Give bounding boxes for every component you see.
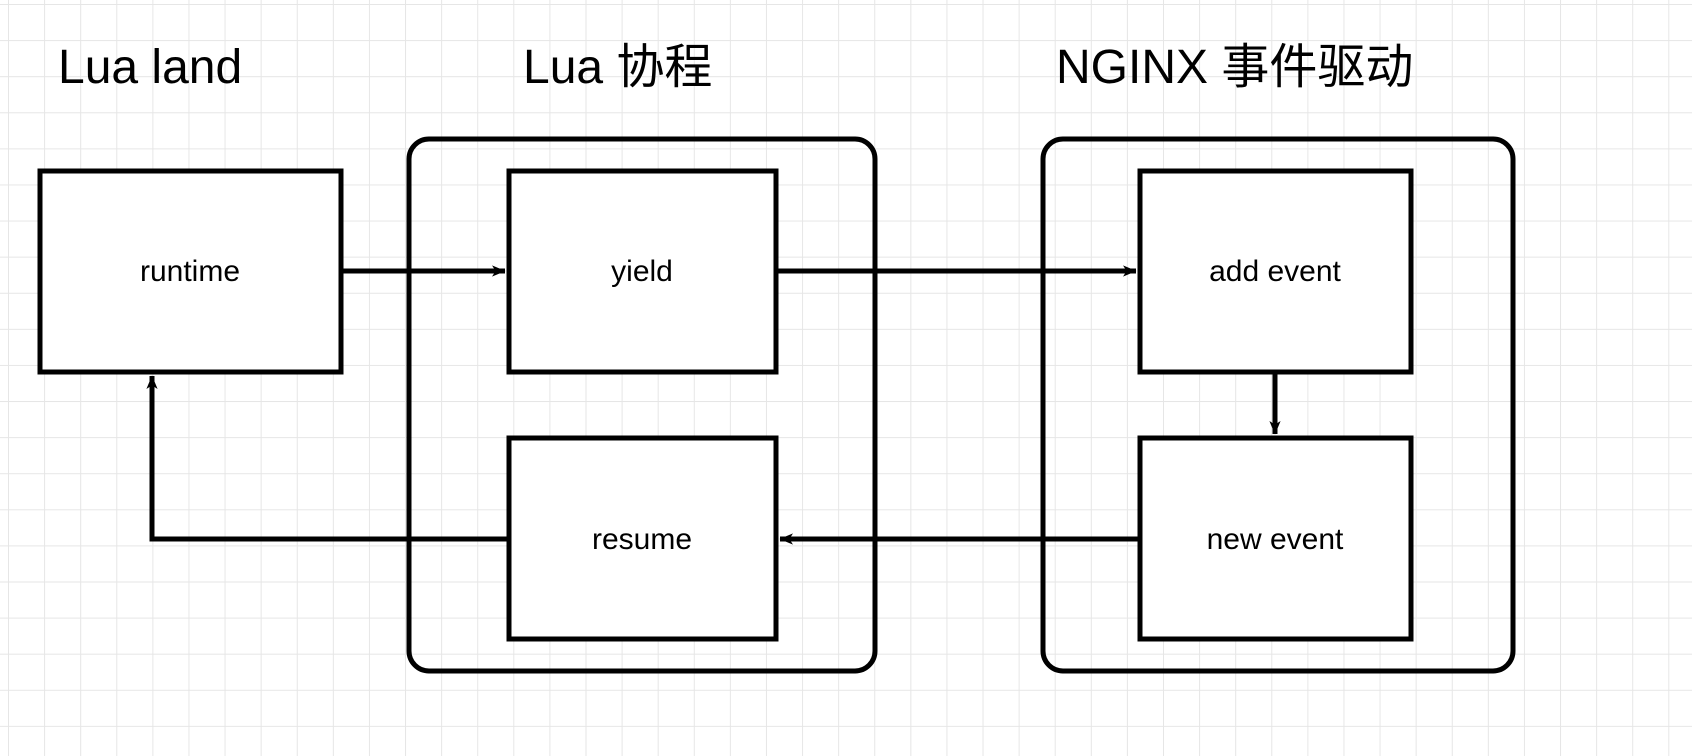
group-title-lua-land: Lua land — [58, 41, 243, 94]
edge-resume-to-runtime — [146, 375, 509, 542]
group-container-lua-coroutine — [406, 136, 878, 674]
group-title-nginx-event: NGINX 事件驱动 — [1056, 41, 1414, 94]
node-label-yield: yield — [611, 255, 673, 288]
node-label-resume: resume — [591, 523, 693, 556]
node-box-runtime[interactable] — [37, 168, 344, 375]
group-title-lua-coroutine: Lua 协程 — [523, 41, 713, 94]
node-box-new-event[interactable] — [1137, 435, 1414, 642]
group-container-nginx-event — [1040, 136, 1516, 674]
node-label-add-event: add event — [1209, 255, 1341, 288]
node-label-runtime: runtime — [139, 255, 241, 288]
node-box-yield[interactable] — [506, 168, 779, 375]
node-label-new-event: new event — [1206, 523, 1344, 556]
node-box-resume[interactable] — [506, 435, 779, 642]
node-box-add-event[interactable] — [1137, 168, 1414, 375]
